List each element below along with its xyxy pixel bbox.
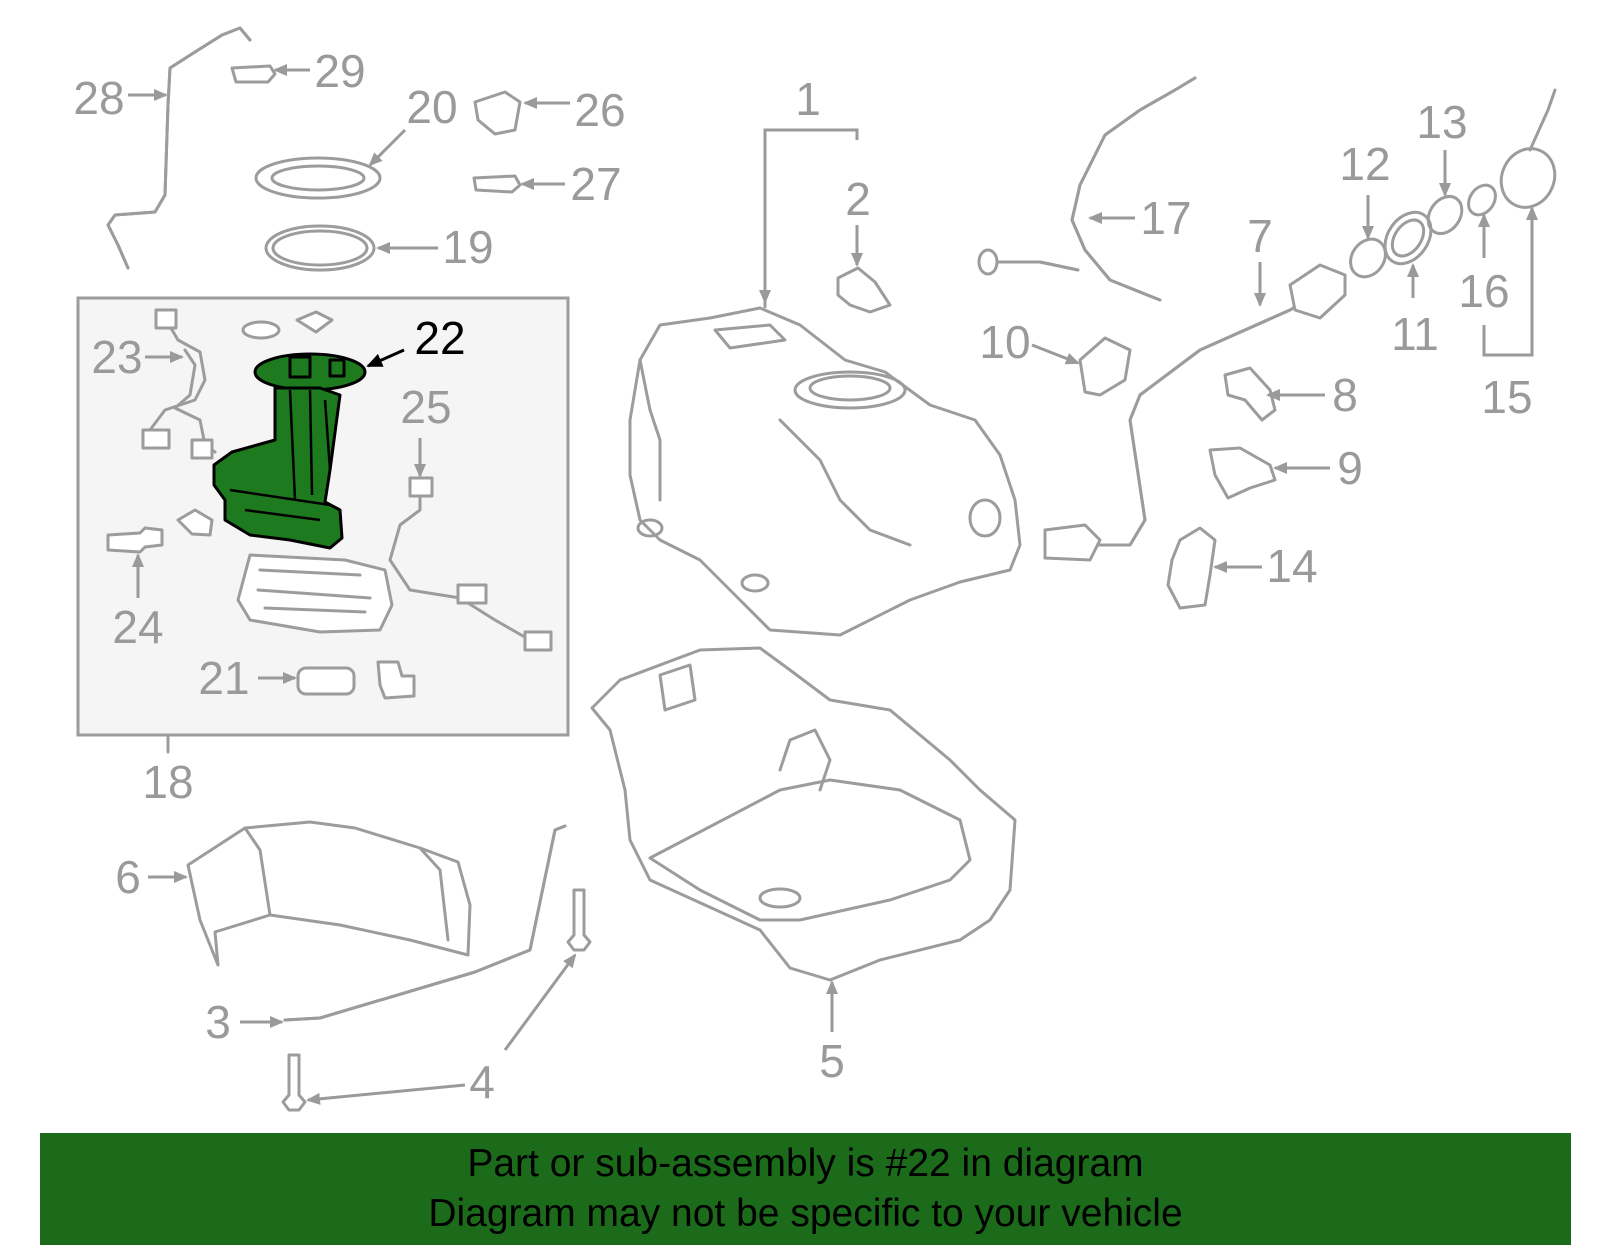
plug-part-24 bbox=[106, 526, 164, 554]
clip-part-27 bbox=[472, 174, 522, 194]
callout-20: 20 bbox=[406, 81, 457, 133]
lock-ring-part bbox=[254, 156, 382, 200]
callout-18: 18 bbox=[142, 756, 193, 808]
ring-part-11 bbox=[1383, 210, 1433, 266]
part-info-banner: Part or sub-assembly is #22 in diagram D… bbox=[40, 1133, 1571, 1245]
bracket-part-8 bbox=[1223, 366, 1277, 422]
bracket-part-2 bbox=[836, 266, 892, 314]
callout-13: 13 bbox=[1416, 96, 1467, 148]
ring-part-13 bbox=[1426, 194, 1464, 236]
callout-10: 10 bbox=[979, 316, 1030, 368]
clip-part-29 bbox=[230, 64, 277, 84]
callout-29: 29 bbox=[314, 45, 365, 97]
callout-12: 12 bbox=[1339, 138, 1390, 190]
part-14 bbox=[1166, 526, 1217, 610]
callout-1: 1 bbox=[795, 73, 821, 125]
heat-shield-part-6 bbox=[186, 820, 472, 967]
ring-part-16 bbox=[1467, 183, 1497, 217]
fuel-cap-part bbox=[1499, 88, 1557, 209]
callout-21: 21 bbox=[198, 652, 249, 704]
callout-14: 14 bbox=[1266, 540, 1317, 592]
callout-26: 26 bbox=[574, 84, 625, 136]
callout-23: 23 bbox=[91, 331, 142, 383]
bracket-part-9 bbox=[1208, 446, 1277, 500]
callout-24: 24 bbox=[112, 601, 163, 653]
callout-2: 2 bbox=[845, 173, 871, 225]
callout-22[interactable]: 22 bbox=[414, 312, 465, 364]
pump-part-21 bbox=[296, 666, 356, 696]
fuel-pump-module-part-22[interactable] bbox=[212, 352, 367, 550]
callout-7: 7 bbox=[1247, 210, 1273, 262]
callout-8: 8 bbox=[1332, 369, 1358, 421]
callout-27: 27 bbox=[570, 158, 621, 210]
banner-line-2: Diagram may not be specific to your vehi… bbox=[428, 1192, 1183, 1235]
callout-25: 25 bbox=[400, 381, 451, 433]
bolt-part-4a bbox=[566, 888, 592, 952]
callout-6: 6 bbox=[115, 851, 141, 903]
callout-9: 9 bbox=[1337, 442, 1363, 494]
fuel-tank-shield-part bbox=[590, 646, 1017, 982]
bracket-part-26 bbox=[473, 90, 522, 136]
gasket-part bbox=[264, 224, 376, 272]
callout-11: 11 bbox=[1391, 308, 1439, 360]
callout-4: 4 bbox=[469, 1056, 495, 1108]
bolt-part-4b bbox=[281, 1053, 307, 1112]
callout-5: 5 bbox=[819, 1035, 845, 1087]
wire-harness-part-25 bbox=[388, 483, 532, 642]
callout-3: 3 bbox=[205, 996, 231, 1048]
callout-17: 17 bbox=[1140, 192, 1191, 244]
leader-lines bbox=[128, 64, 1538, 1105]
callout-15: 15 bbox=[1481, 371, 1532, 423]
vent-hose-part bbox=[986, 76, 1197, 302]
callout-16: 16 bbox=[1458, 265, 1509, 317]
clip-part-10 bbox=[1078, 336, 1132, 397]
ring-part-12 bbox=[1349, 237, 1387, 279]
filler-pipe-part bbox=[1083, 283, 1332, 547]
callout-28: 28 bbox=[73, 72, 124, 124]
banner-line-1: Part or sub-assembly is #22 in diagram bbox=[467, 1142, 1144, 1185]
callout-19: 19 bbox=[442, 221, 493, 273]
